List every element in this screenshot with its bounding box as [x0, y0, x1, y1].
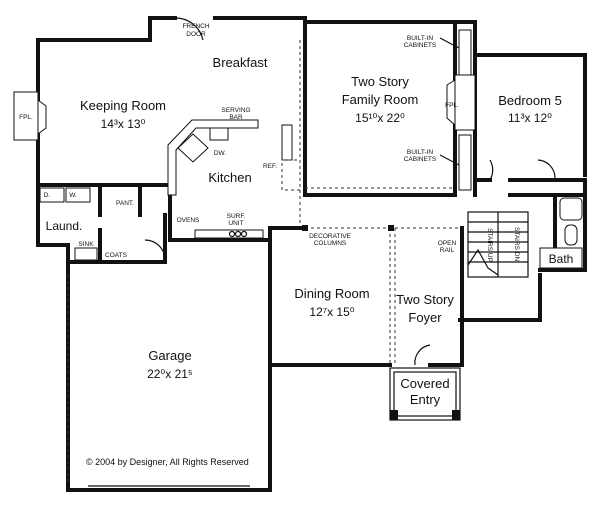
laundry-sink [74, 247, 98, 261]
open-rail-label-2: RAIL [440, 247, 455, 254]
keeping-room-name: Keeping Room [80, 98, 166, 113]
copyright-notice: © 2004 by Designer, All Rights Reserved [86, 457, 249, 467]
fpl-left-label: FPL. [19, 114, 33, 121]
column-2 [388, 225, 394, 231]
closet-door-swing [537, 159, 556, 179]
dryer-label: D. [44, 192, 51, 199]
stairs-dn-label: STAIRS DN. [513, 227, 520, 263]
foyer-name-2: Foyer [408, 310, 442, 325]
kitchen-name: Kitchen [208, 170, 251, 185]
french-door-label-2: DOOR [186, 31, 206, 38]
ref-label: REF. [263, 163, 277, 170]
open-rail-label-1: OPEN [438, 240, 457, 247]
garage-dims: 22⁰x 21⁵ [147, 367, 193, 381]
builtin-cabinet-bottom [458, 134, 472, 191]
serving-bar-label-2: BAR [229, 114, 243, 121]
garage-name: Garage [148, 348, 191, 363]
french-door-swing [174, 17, 204, 41]
covered-entry-name-2: Entry [410, 392, 441, 407]
column-1 [302, 225, 308, 231]
french-door-label-1: FRENCH [182, 23, 209, 30]
dryer [39, 187, 65, 203]
ovens-label: OVENS [177, 217, 200, 224]
ref-space [281, 159, 301, 191]
surf-unit-label-2: UNIT [228, 220, 243, 227]
bath-sink [559, 197, 583, 221]
decorative-columns-label-2: COLUMNS [314, 240, 347, 247]
laundry-door-swing [144, 239, 166, 261]
coats-label: COATS [105, 252, 128, 259]
fireplace-left [13, 91, 47, 141]
fireplace-center [446, 74, 476, 131]
decorative-columns-label-1: DECORATIVE [309, 233, 351, 240]
bedroom5-dims: 11³x 12⁰ [508, 111, 552, 125]
covered-entry-name-1: Covered [400, 376, 449, 391]
foyer-name-1: Two Story [396, 292, 454, 307]
sink-label: SINK [78, 241, 94, 248]
bedroom-door-swing [489, 159, 494, 181]
laundry-name: Laund. [46, 219, 83, 233]
builtin-bottom-label-2: CABINETS [404, 156, 437, 163]
bath-label-box [539, 247, 583, 269]
entry-door-swing [414, 344, 431, 366]
bedroom5-name: Bedroom 5 [498, 93, 562, 108]
refrigerator [281, 124, 293, 161]
dw-label: DW. [214, 150, 226, 157]
builtin-bottom-label-1: BUILT-IN [407, 149, 434, 156]
surf-unit-label-1: SURF. [227, 213, 246, 220]
fpl-center-label: FPL. [445, 102, 459, 109]
stairs-up-label: STAIRS UP [486, 228, 493, 262]
serving-bar-label-1: SERVING [221, 107, 250, 114]
builtin-top-label-1: BUILT-IN [407, 35, 434, 42]
washer [65, 187, 91, 203]
toilet [564, 224, 578, 246]
covered-entry-porch [389, 367, 461, 421]
keeping-room-dims: 14³x 13⁰ [101, 117, 146, 131]
dining-room-name: Dining Room [294, 286, 369, 301]
stairs [467, 211, 529, 278]
builtin-top-label-2: CABINETS [404, 42, 437, 49]
pantry-label: PANT. [116, 200, 134, 207]
washer-label: W. [69, 192, 77, 199]
family-room-name-2: Family Room [342, 92, 419, 107]
breakfast-name: Breakfast [213, 55, 268, 70]
family-room-name-1: Two Story [351, 74, 409, 89]
dining-room-dims: 12⁷x 15⁰ [309, 305, 354, 319]
builtin-cabinet-top [458, 29, 472, 76]
family-room-dims: 15¹⁰x 22⁰ [355, 111, 405, 125]
bath-name: Bath [549, 252, 574, 266]
kitchen-island [167, 119, 259, 196]
